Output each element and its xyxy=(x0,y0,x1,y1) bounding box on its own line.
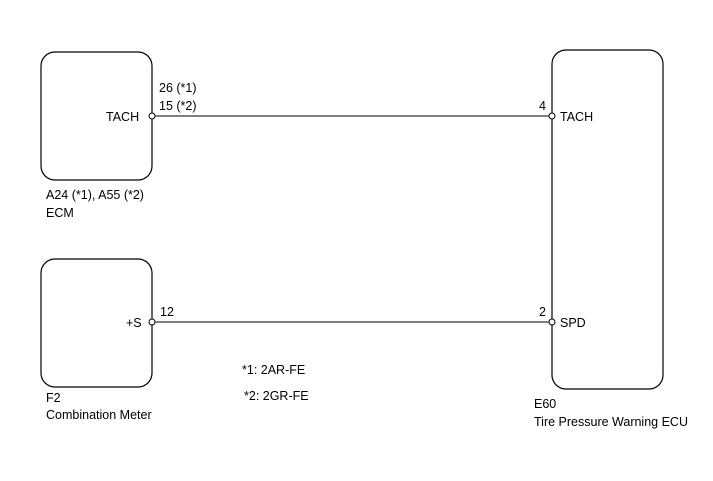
ecu-tach-pin-number: 4 xyxy=(539,99,546,113)
ecu-name-label: Tire Pressure Warning ECU xyxy=(534,415,688,429)
ecu-connector-label: E60 xyxy=(534,397,557,411)
meter-s-pin-label: +S xyxy=(126,316,142,330)
meter-pin-number: 12 xyxy=(160,305,174,319)
meter-s-terminal xyxy=(148,318,156,326)
meter-connector-label: F2 xyxy=(46,391,61,405)
ecm-tach-terminal xyxy=(148,112,156,120)
ecu-spd-pin-label: SPD xyxy=(560,316,586,330)
note-1: *1: 2AR-FE xyxy=(242,363,306,377)
ecu-tach-terminal xyxy=(548,112,556,120)
ecm-tach-pin-label: TACH xyxy=(106,110,140,124)
tire-pressure-ecu-box xyxy=(551,49,664,390)
note-2: *2: 2GR-FE xyxy=(244,389,309,403)
ecm-pin-number-2: 15 (*2) xyxy=(159,99,197,113)
ecm-name-label: ECM xyxy=(46,206,74,220)
ecm-pin-number-1: 26 (*1) xyxy=(159,81,197,95)
ecu-spd-terminal xyxy=(548,318,556,326)
ecu-tach-pin-label: TACH xyxy=(560,110,594,124)
ecu-spd-pin-number: 2 xyxy=(539,305,546,319)
ecm-connector-label: A24 (*1), A55 (*2) xyxy=(46,188,144,202)
meter-name-label: Combination Meter xyxy=(46,408,152,422)
